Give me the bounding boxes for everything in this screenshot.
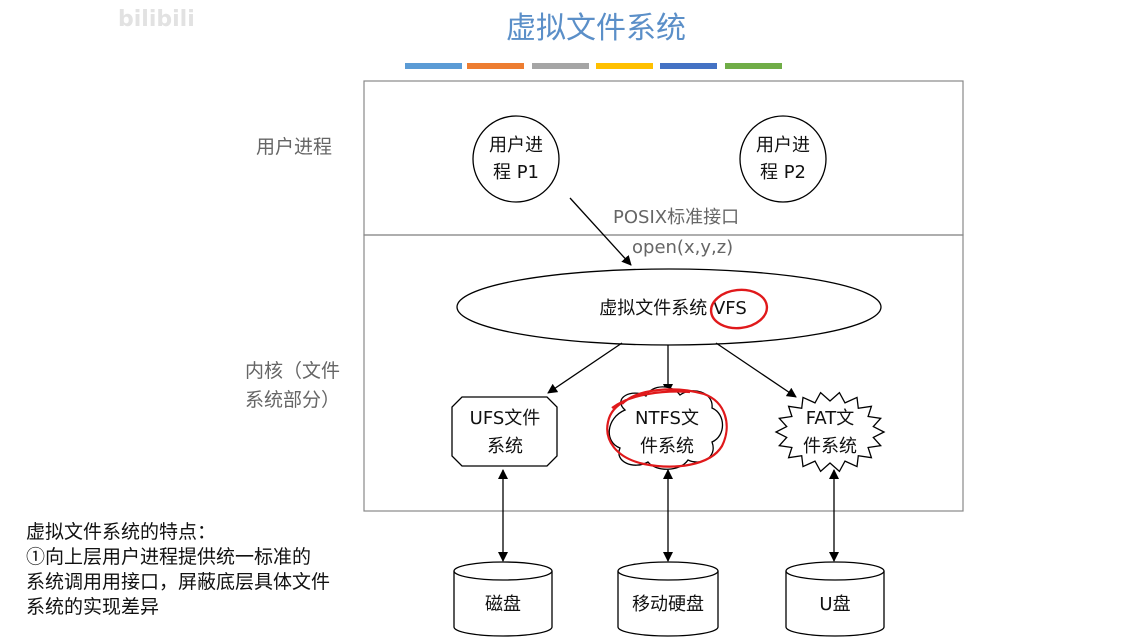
ntfs-line1: NTFS文 [635, 408, 699, 429]
arrow-vfs-to-fat [715, 342, 797, 398]
color-bar-segment [467, 63, 524, 69]
kernel-label-line2: 系统部分） [245, 389, 340, 411]
vfs-label: 虚拟文件系统 VFS [599, 298, 747, 319]
kernel-label-line1: 内核（文件 [245, 360, 340, 382]
arrow-p1-to-vfs [569, 197, 632, 266]
posix-interface-label: POSIX标准接口 [613, 207, 739, 228]
process-p2-line2: 程 P2 [760, 162, 806, 183]
color-bar-segment [405, 63, 462, 69]
removable-drive-label: 移动硬盘 [632, 594, 704, 615]
usb-drive-label: U盘 [819, 594, 850, 615]
open-call-label: open(x,y,z) [632, 237, 733, 258]
fat-line2: 件系统 [803, 436, 857, 457]
ntfs-line2: 件系统 [640, 436, 694, 457]
color-bar-segment [725, 63, 782, 69]
process-p2-node [739, 115, 827, 203]
disk-device: 磁盘 [453, 561, 553, 637]
usb-drive-device: U盘 [785, 561, 885, 637]
process-p1-line1: 用户进 [489, 135, 543, 156]
red-annotation-ntfs [606, 388, 728, 468]
fat-node [774, 391, 886, 473]
process-p1-line2: 程 P1 [493, 162, 539, 183]
process-p1-node [472, 115, 560, 203]
note-line-4: 系统的实现差异 [26, 596, 160, 618]
color-bar-segment [660, 63, 717, 69]
vfs-features-note: 虚拟文件系统的特点： ①向上层用户进程提供统一标准的 系统调用用接口，屏蔽底层具… [26, 520, 386, 620]
color-bar-segment [596, 63, 653, 69]
ntfs-node [608, 386, 724, 470]
vfs-node [456, 268, 882, 346]
note-line-2: ①向上层用户进程提供统一标准的 [26, 546, 312, 568]
fat-line1: FAT文 [806, 408, 855, 429]
removable-drive-device: 移动硬盘 [617, 561, 719, 637]
title-color-bar [405, 63, 782, 69]
user-space-label: 用户进程 [256, 136, 332, 158]
ufs-line2: 系统 [487, 436, 523, 457]
arrow-vfs-to-ufs [547, 342, 623, 394]
ufs-line1: UFS文件 [470, 408, 541, 429]
process-p2-line1: 用户进 [756, 135, 810, 156]
red-annotation-vfs [709, 288, 769, 330]
disk-label: 磁盘 [485, 594, 521, 615]
color-bar-segment [532, 63, 589, 69]
page-title: 虚拟文件系统 [506, 11, 686, 46]
note-line-1: 虚拟文件系统的特点： [26, 521, 217, 543]
ufs-node [451, 396, 558, 467]
watermark-logo: bilibili [118, 7, 195, 32]
note-line-3: 系统调用用接口，屏蔽底层具体文件 [26, 571, 331, 593]
